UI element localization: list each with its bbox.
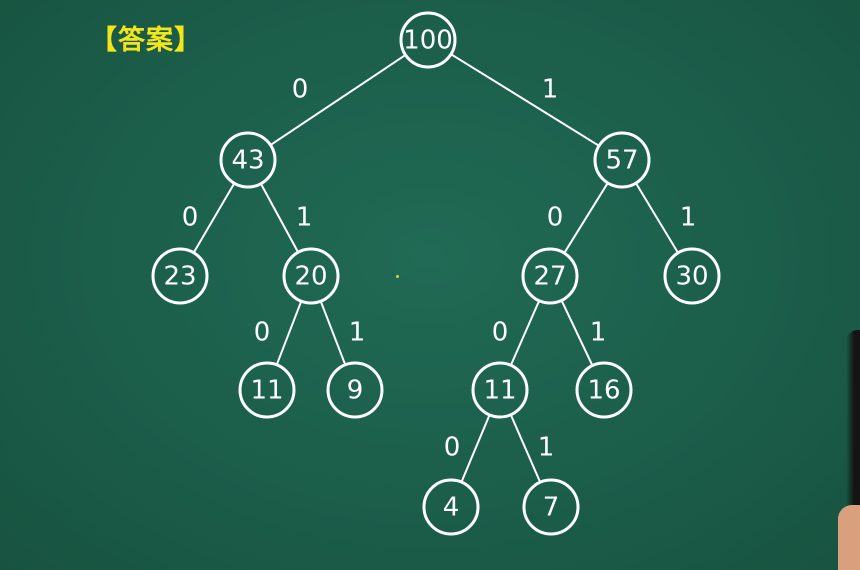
tree-node-n20: 20 bbox=[282, 247, 340, 305]
node-circle bbox=[522, 478, 580, 536]
edge-bit-label: 0 bbox=[444, 433, 461, 463]
node-weight-label: 7 bbox=[543, 493, 560, 523]
tree-node-n11b: 11 bbox=[471, 361, 529, 419]
edge-bit-label: 0 bbox=[492, 318, 509, 348]
node-weight-label: 57 bbox=[605, 146, 638, 176]
tree-edge-n20-n11a bbox=[275, 300, 303, 366]
node-circle bbox=[399, 11, 457, 69]
node-circle bbox=[593, 131, 651, 189]
edge-bit-label: 1 bbox=[538, 433, 555, 463]
tree-node-n7: 7 bbox=[522, 478, 580, 536]
node-weight-label: 27 bbox=[533, 262, 566, 292]
node-circle bbox=[326, 361, 384, 419]
node-weight-label: 100 bbox=[403, 26, 453, 56]
node-weight-label: 9 bbox=[347, 376, 364, 406]
node-circle bbox=[471, 361, 529, 419]
node-circle bbox=[663, 247, 721, 305]
node-circle bbox=[151, 247, 209, 305]
node-weight-label: 30 bbox=[675, 262, 708, 292]
node-weight-label: 16 bbox=[587, 376, 620, 406]
tree-edge-n11b-n7 bbox=[509, 414, 542, 483]
edge-bit-label: 0 bbox=[182, 203, 199, 233]
tree-edge-n57-n27 bbox=[563, 182, 609, 254]
edge-bit-label: 0 bbox=[254, 318, 271, 348]
tree-node-n23: 23 bbox=[151, 247, 209, 305]
tree-edge-n11b-n4 bbox=[460, 414, 491, 483]
tree-node-n11a: 11 bbox=[238, 361, 296, 419]
chalk-dot bbox=[396, 275, 399, 278]
edge-bit-label: 1 bbox=[590, 318, 607, 348]
node-circle bbox=[422, 478, 480, 536]
node-weight-label: 23 bbox=[163, 262, 196, 292]
tree-edge-n100-n57 bbox=[450, 53, 600, 147]
node-weight-label: 11 bbox=[483, 376, 516, 406]
node-circle bbox=[575, 361, 633, 419]
answer-heading: 【答案】 bbox=[90, 25, 202, 56]
tree-edge-n20-n9 bbox=[319, 300, 347, 366]
tree-node-n100: 100 bbox=[399, 11, 457, 69]
node-weight-label: 20 bbox=[294, 262, 327, 292]
node-weight-label: 11 bbox=[250, 376, 283, 406]
tree-edge-n27-n11b bbox=[509, 300, 541, 366]
node-circle bbox=[282, 247, 340, 305]
tree-node-n43: 43 bbox=[219, 131, 277, 189]
presenter-hand bbox=[838, 505, 860, 570]
tree-node-n4: 4 bbox=[422, 478, 480, 536]
node-circle bbox=[521, 247, 579, 305]
node-circle bbox=[219, 131, 277, 189]
tree-node-n57: 57 bbox=[593, 131, 651, 189]
tree-node-n16: 16 bbox=[575, 361, 633, 419]
tree-edge-n100-n43 bbox=[269, 54, 407, 146]
edge-bit-label: 1 bbox=[349, 318, 366, 348]
node-weight-label: 4 bbox=[443, 493, 460, 523]
tree-edge-n43-n23 bbox=[192, 182, 236, 254]
node-circle bbox=[238, 361, 296, 419]
edge-bit-label: 1 bbox=[680, 203, 697, 233]
tree-node-n30: 30 bbox=[663, 247, 721, 305]
tree-node-n9: 9 bbox=[326, 361, 384, 419]
tree-edge-n57-n30 bbox=[635, 182, 679, 254]
edge-bit-label: 0 bbox=[547, 203, 564, 233]
node-weight-label: 43 bbox=[231, 146, 264, 176]
tree-edge-n27-n16 bbox=[560, 299, 594, 367]
tree-edge-n43-n20 bbox=[260, 183, 299, 253]
tree-node-n27: 27 bbox=[521, 247, 579, 305]
edge-bit-label: 1 bbox=[296, 203, 313, 233]
edge-bit-label: 1 bbox=[542, 75, 559, 105]
edge-bit-label: 0 bbox=[292, 75, 309, 105]
